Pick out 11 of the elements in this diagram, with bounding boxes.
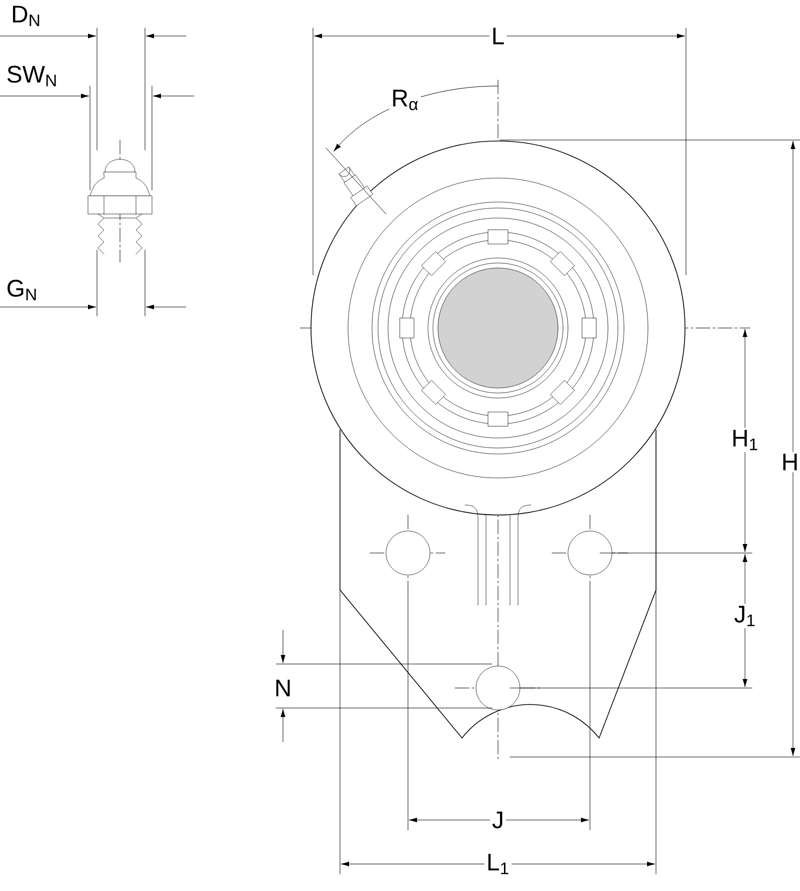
dimension-label: L xyxy=(489,26,507,46)
dimension-label: R$_{α}$ xyxy=(389,88,421,112)
dimension-label: H$_{1}$ xyxy=(729,428,761,452)
dimension-label: D$_{N}$ xyxy=(9,4,43,28)
dimension-label: J$_{1}$ xyxy=(732,604,758,628)
dimension-label: H xyxy=(779,452,800,472)
dimension-label: G$_{N}$ xyxy=(4,278,40,302)
dimension-label: N xyxy=(272,678,294,698)
dimension-label: L$_{1}$ xyxy=(484,852,512,876)
dimension-label: J xyxy=(490,810,506,830)
dimension-label: SW$_{N}$ xyxy=(4,64,60,88)
